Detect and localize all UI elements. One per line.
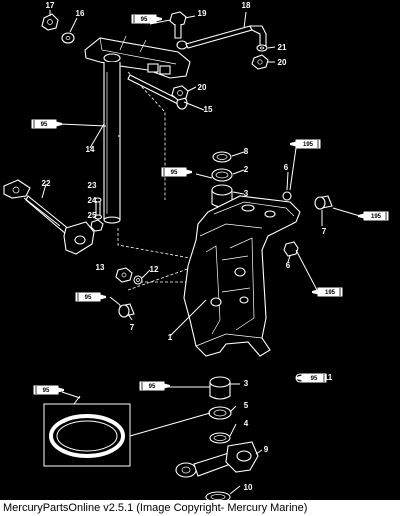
nut-17 [41, 13, 59, 31]
washer-16 [61, 32, 75, 44]
washer-24 [93, 214, 103, 220]
callout-number: 17 [46, 1, 55, 10]
callout-number: 14 [86, 145, 95, 154]
lubricant-tube-icon: 95 [33, 385, 64, 395]
callout-number: 15 [204, 105, 213, 114]
callout-number: 10 [244, 483, 253, 492]
bolt-19 [169, 11, 187, 39]
callout-number: 22 [42, 179, 51, 188]
lubricant-tube-label: 95 [141, 17, 148, 23]
washer-4 [209, 432, 231, 444]
bushing-7-right [314, 195, 333, 210]
lubricant-tube-icon: 195 [358, 211, 389, 221]
callout-number: 25 [88, 211, 97, 220]
nut-20-right [251, 54, 269, 70]
callout-number: 20 [278, 58, 287, 67]
washer-21 [256, 44, 268, 52]
washer-12 [133, 275, 143, 285]
callout-number: 16 [76, 9, 85, 18]
lubricant-tubes: 95 95 95 195 195 195 95 95 95 95 [31, 14, 389, 395]
callout-number: 3 [244, 379, 249, 388]
callout-number: 1 [168, 333, 173, 342]
lubricant-tube-icon: 95 [139, 381, 170, 391]
callout-number: 4 [244, 419, 249, 428]
callout-number: 8 [244, 147, 249, 156]
callout-number: 11 [324, 373, 333, 382]
grease-fitting-6-lower [283, 241, 299, 257]
lubricant-tube-icon: 195 [290, 139, 321, 149]
steering-link-22 [3, 179, 95, 255]
link-rod-18 [176, 25, 267, 50]
lubricant-tube-icon: 95 [75, 292, 106, 302]
callout-number: 7 [130, 323, 135, 332]
seal-8 [212, 151, 232, 163]
lubricant-tube-label: 195 [325, 290, 336, 296]
leader-lines [23, 10, 361, 495]
grease-fitting-6-upper [282, 191, 292, 201]
bushing-7-left [118, 303, 135, 318]
callout-number: 3 [244, 189, 249, 198]
screw-23 [94, 197, 102, 217]
seal-5 [208, 406, 232, 420]
lubricant-tube-label: 95 [149, 384, 156, 390]
callout-number: 6 [286, 261, 291, 270]
lubricant-tube-label: 95 [43, 388, 50, 394]
swivel-bracket [183, 195, 301, 357]
callout-number: 5 [244, 401, 249, 410]
lubricant-tube-label: 95 [41, 122, 48, 128]
steering-tube [103, 62, 121, 224]
lubricant-tube-icon: 195 [312, 287, 343, 297]
seal-10 [205, 491, 231, 500]
o-ring-2 [211, 168, 233, 182]
lubricant-tube-icon: 95 [296, 373, 327, 383]
lubricant-tube-label: 195 [371, 214, 382, 220]
nut-25 [90, 219, 104, 232]
callout-number: 9 [264, 445, 269, 454]
lubricant-tube-icon: 95 [131, 14, 162, 24]
lubricant-tube-label: 95 [171, 170, 178, 176]
lubricant-tube-label: 95 [85, 295, 92, 301]
callout-number: 18 [242, 1, 251, 10]
callout-number: 2 [244, 165, 249, 174]
callout-number: 19 [198, 9, 207, 18]
bolt-15 [127, 74, 188, 110]
nut-13 [115, 267, 133, 283]
callout-number: 23 [88, 181, 97, 190]
steering-yoke-9 [175, 441, 259, 478]
seal-detail-inset [43, 403, 131, 467]
callout-number: 7 [322, 227, 327, 236]
callout-number: 12 [150, 265, 159, 274]
lubricant-tube-label: 195 [303, 142, 314, 148]
nut-20-middle [171, 85, 189, 101]
lubricant-tube-icon: 95 [31, 119, 62, 129]
callout-number: 24 [88, 196, 97, 205]
lubricant-tube-label: 95 [311, 376, 318, 382]
callout-number: 13 [96, 263, 105, 272]
steering-arm-bracket [84, 35, 191, 79]
callout-number: 21 [278, 43, 287, 52]
bushing-3-lower [209, 376, 231, 400]
callout-number: 20 [198, 83, 207, 92]
image-caption: MercuryPartsOnline v2.5.1 (Image Copyrig… [0, 500, 400, 516]
lubricant-tube-icon: 95 [161, 167, 192, 177]
callout-number: 6 [284, 163, 289, 172]
